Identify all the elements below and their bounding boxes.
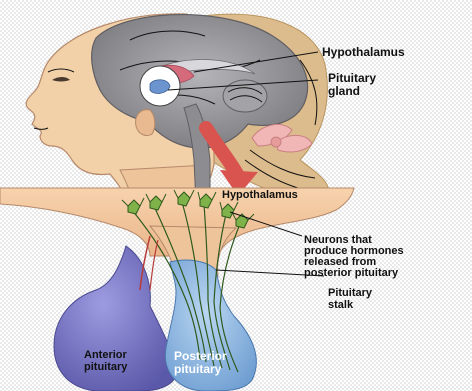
label-posterior-pituitary-line1: Posterior (174, 349, 227, 363)
head-illustration (26, 14, 329, 204)
label-pituitary-gland-line2: gland (328, 84, 360, 98)
label-pituitary-gland-line1: Pituitary (328, 71, 376, 85)
ear (136, 110, 155, 136)
label-pituitary-stalk-line2: stalk (328, 299, 354, 311)
label-anterior-pituitary-line2: pituitary (84, 361, 128, 373)
label-hypothalamus-bottom: Hypothalamus (222, 189, 298, 201)
label-hypothalamus-top: Hypothalamus (322, 45, 405, 59)
label-posterior-pituitary-line2: pituitary (174, 362, 222, 376)
label-anterior-pituitary-line1: Anterior (84, 349, 128, 361)
label-neurons-line4: posterior pituitary (304, 267, 399, 279)
label-pituitary-stalk-line1: Pituitary (328, 287, 373, 299)
